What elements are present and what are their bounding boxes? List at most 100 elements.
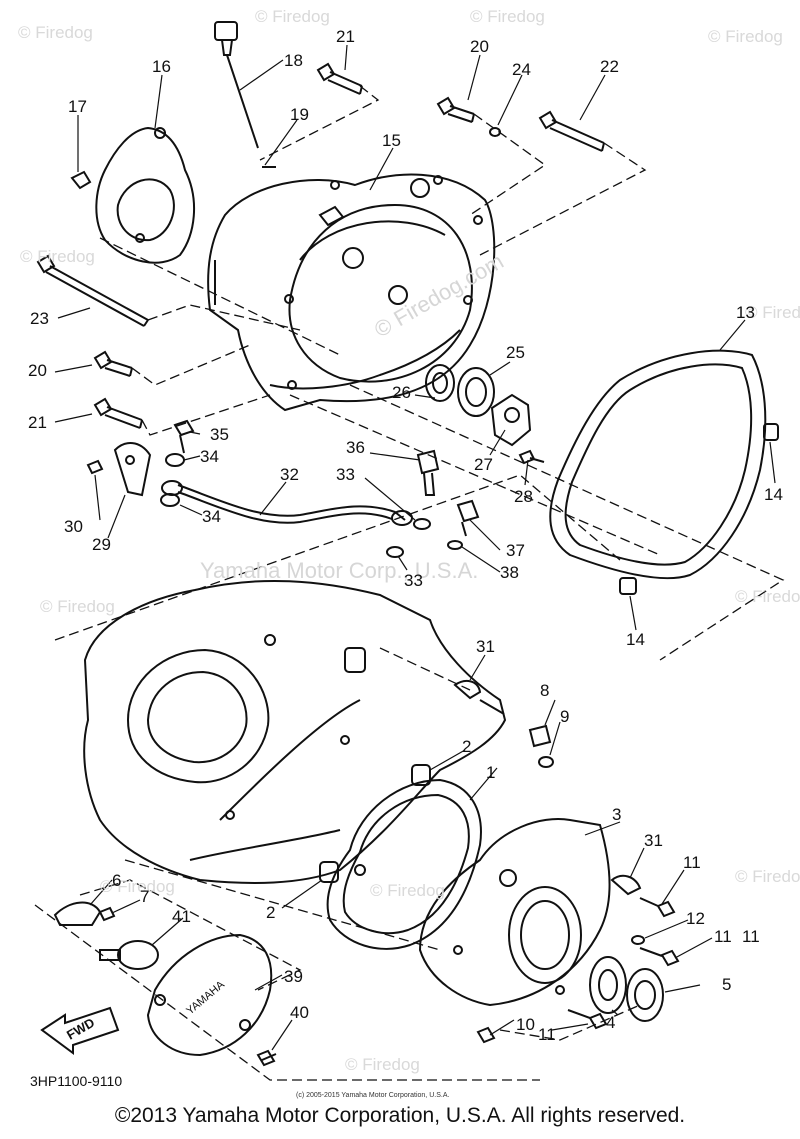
clip-31-right bbox=[610, 874, 642, 896]
part-41 bbox=[99, 940, 159, 970]
callout-13: 13 bbox=[736, 303, 755, 322]
watermarks: © Firedog © Firedog © Firedog © Firedog … bbox=[18, 7, 800, 1074]
washer-34-bot bbox=[160, 493, 180, 507]
bolt-11c bbox=[567, 1009, 608, 1030]
callout-8: 8 bbox=[540, 681, 549, 700]
washer-33b bbox=[386, 546, 404, 558]
callout-3: 3 bbox=[612, 805, 621, 824]
callout-31b: 31 bbox=[644, 831, 663, 850]
callout-29: 29 bbox=[92, 535, 111, 554]
bolt-20-left bbox=[93, 350, 133, 377]
callout-38: 38 bbox=[500, 563, 519, 582]
washer-33 bbox=[413, 518, 431, 530]
callout-41: 41 bbox=[172, 907, 191, 926]
washer-38 bbox=[447, 540, 463, 550]
callout-7: 7 bbox=[140, 887, 149, 906]
callout-33a: 33 bbox=[336, 465, 355, 484]
callout-11c: 11 bbox=[538, 1025, 556, 1044]
callout-24: 24 bbox=[512, 60, 531, 79]
bearing-4 bbox=[589, 956, 627, 1014]
callout-30: 30 bbox=[64, 517, 83, 536]
fwd-arrow-icon bbox=[40, 1006, 120, 1055]
callout-1: 1 bbox=[486, 763, 495, 782]
screw-7 bbox=[98, 906, 116, 922]
watermark-right-2: © Firedog bbox=[735, 587, 800, 606]
oil-pipe-32 bbox=[161, 480, 413, 526]
callout-10: 10 bbox=[516, 1015, 535, 1034]
callout-4: 4 bbox=[606, 1013, 615, 1032]
screw-28 bbox=[518, 449, 545, 465]
plug-8 bbox=[528, 724, 552, 748]
callout-34b: 34 bbox=[202, 507, 221, 526]
callout-34a: 34 bbox=[200, 447, 219, 466]
callout-11b: 11 bbox=[714, 927, 732, 946]
callout-26: 26 bbox=[392, 383, 411, 402]
watermark-right-3: © Firedog bbox=[735, 867, 800, 886]
watermark-top-right: © Firedog bbox=[708, 27, 783, 46]
dowel-14-lower bbox=[619, 577, 637, 595]
callout-16: 16 bbox=[152, 57, 171, 76]
callout-14b: 14 bbox=[626, 630, 645, 649]
alignment-lines bbox=[34, 85, 785, 1081]
dipstick-18 bbox=[214, 21, 276, 168]
clip-31-mid bbox=[453, 679, 505, 715]
oil-seal-26 bbox=[425, 364, 455, 402]
callout-17: 17 bbox=[68, 97, 87, 116]
watermark-top-left: © Firedog bbox=[18, 23, 93, 42]
watermark-mid-3: © Firedog bbox=[370, 881, 445, 900]
callout-11a: 11 bbox=[683, 853, 701, 872]
bolt-21-left bbox=[93, 397, 143, 429]
watermark-left-2: © Firedog bbox=[40, 597, 115, 616]
cover-16 bbox=[95, 126, 196, 264]
callout-40: 40 bbox=[290, 1003, 309, 1022]
bracket-29 bbox=[113, 442, 152, 497]
cover-39 bbox=[146, 933, 273, 1057]
crankcase-cover-15 bbox=[207, 173, 496, 412]
bolt-22 bbox=[538, 110, 605, 152]
callout-14a: 14 bbox=[764, 485, 783, 504]
watermark-left-3: © Firedog bbox=[100, 877, 175, 896]
bolt-40 bbox=[256, 1049, 277, 1067]
callout-33b: 33 bbox=[404, 571, 423, 590]
bearing-25 bbox=[457, 367, 495, 417]
watermark-center-company: Yamaha Motor Corp., U.S.A. bbox=[200, 558, 478, 583]
callout-20b: 20 bbox=[28, 361, 47, 380]
callout-5: 5 bbox=[722, 975, 731, 994]
callout-31a: 31 bbox=[476, 637, 495, 656]
callout-labels: 1 2 2 3 4 5 6 7 8 9 10 11 11 11 11 12 13… bbox=[28, 27, 783, 1044]
leader-lines bbox=[54, 44, 776, 1051]
callout-21a: 21 bbox=[336, 27, 355, 46]
watermark-top-mid2: © Firedog bbox=[470, 7, 545, 26]
callout-32: 32 bbox=[280, 465, 299, 484]
callout-36: 36 bbox=[346, 438, 365, 457]
gasket-13 bbox=[549, 349, 767, 580]
watermark-right-1: © Firedog bbox=[745, 303, 800, 322]
callout-37: 37 bbox=[506, 541, 525, 560]
bolt-11b bbox=[639, 947, 680, 967]
crankcase-body bbox=[83, 579, 507, 884]
watermark-bottom: © Firedog bbox=[345, 1055, 420, 1074]
callout-19: 19 bbox=[290, 105, 309, 124]
bolt-23 bbox=[36, 254, 149, 327]
gasket-1 bbox=[326, 778, 482, 950]
callout-15: 15 bbox=[382, 131, 401, 150]
watermark-top-mid: © Firedog bbox=[255, 7, 330, 26]
callout-21b: 21 bbox=[28, 413, 47, 432]
callout-2b: 2 bbox=[266, 903, 275, 922]
dowel-14-right bbox=[763, 423, 779, 441]
bolt-17 bbox=[70, 170, 92, 190]
callout-23: 23 bbox=[30, 309, 49, 328]
cover-logo: YAMAHA bbox=[184, 978, 227, 1017]
callout-11d: 11 bbox=[742, 927, 760, 946]
bolt-30 bbox=[86, 459, 104, 475]
bolt-21-upper bbox=[316, 62, 363, 95]
small-copyright: (c) 2005-2015 Yamaha Motor Corporation, … bbox=[296, 1092, 449, 1099]
callout-27: 27 bbox=[474, 455, 493, 474]
diagram-code: 3HP1100-9110 bbox=[30, 1073, 122, 1089]
callout-6: 6 bbox=[112, 871, 121, 890]
seal-5 bbox=[626, 968, 664, 1022]
bolt-11a bbox=[639, 897, 676, 918]
washer-34-top bbox=[165, 453, 185, 467]
callout-25: 25 bbox=[506, 343, 525, 362]
